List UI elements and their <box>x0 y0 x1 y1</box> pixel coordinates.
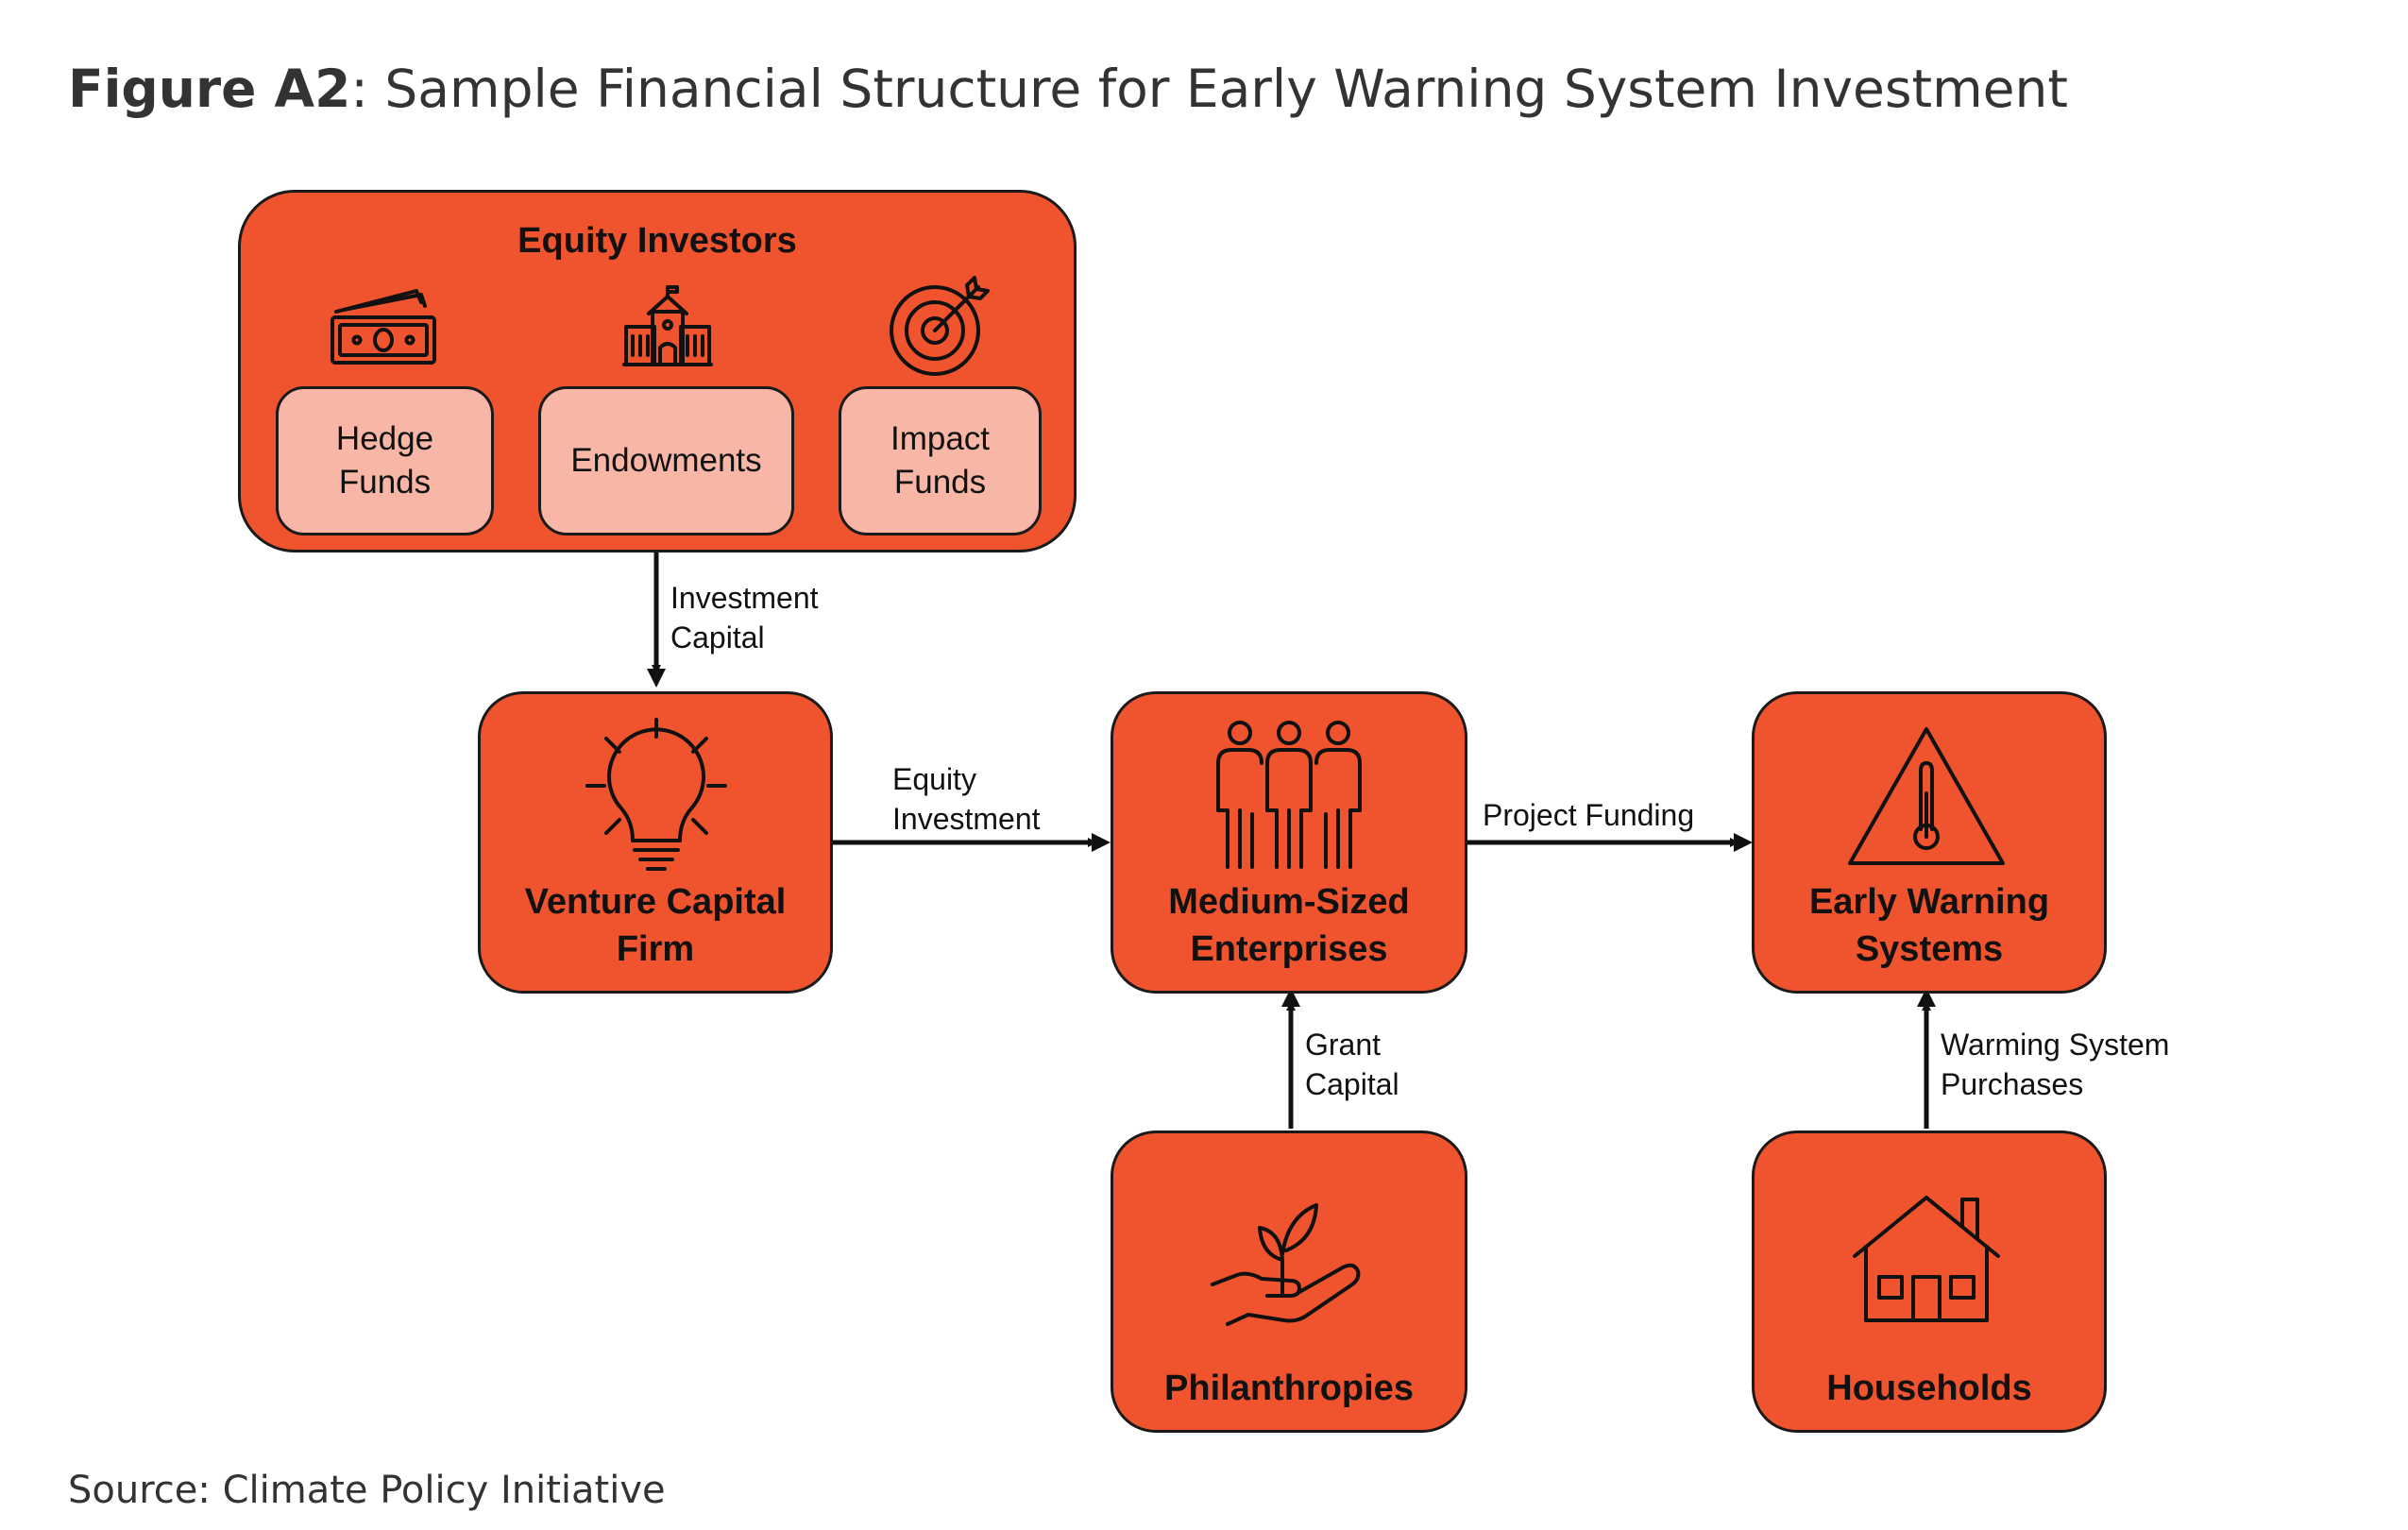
node-label: Equity Investors <box>517 221 797 261</box>
flow-label-warming-system-purchases: Warming System Purchases <box>1941 1028 2170 1101</box>
house-icon <box>1853 1196 2000 1322</box>
node-label: Philanthropies <box>1164 1368 1414 1408</box>
warning-thermometer-icon <box>1848 727 2005 865</box>
people-icon <box>1216 721 1362 869</box>
sub-hedge-funds: Hedge Funds <box>276 386 494 536</box>
node-label: Medium-Sized Enterprises <box>1168 882 1410 969</box>
target-icon <box>890 276 990 376</box>
node-label: Early Warning Systems <box>1808 882 2050 969</box>
flow-label-grant-capital: Grant Capital <box>1305 1028 1399 1101</box>
institution-icon <box>622 285 713 366</box>
node-label: Households <box>1826 1368 2032 1408</box>
figure-number: Figure A2 <box>68 59 351 119</box>
sub-impact-funds: Impact Funds <box>839 386 1042 536</box>
flow-label-equity-investment: Equity Investment <box>892 762 1041 836</box>
figure-title: Figure A2: Sample Financial Structure fo… <box>68 59 2068 119</box>
node-early-warning-systems: Early Warning Systems <box>1752 691 2107 994</box>
figure-title-text: : Sample Financial Structure for Early W… <box>350 59 2068 119</box>
money-icon <box>331 289 436 365</box>
hand-plant-icon <box>1211 1203 1361 1326</box>
sub-endowments: Endowments <box>538 386 794 536</box>
flow-label-investment-capital: Investment Capital <box>670 581 819 654</box>
lightbulb-icon <box>585 718 727 871</box>
figure-source: Source: Climate Policy Initiative <box>68 1469 666 1512</box>
node-households: Households <box>1752 1130 2107 1433</box>
flow-label-project-funding: Project Funding <box>1483 798 1695 832</box>
node-label: Venture Capital Firm <box>524 882 787 969</box>
